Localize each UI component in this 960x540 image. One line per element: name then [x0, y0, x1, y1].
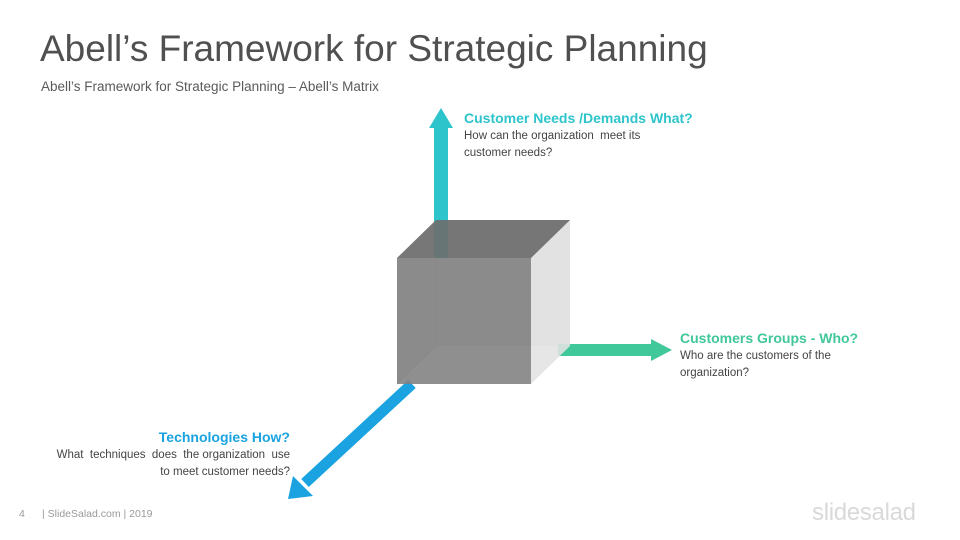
groups-axis-line-2: organization? — [680, 367, 750, 379]
needs-axis-arrowhead — [429, 108, 453, 128]
groups-axis-line-1: Who are the customers of the — [680, 350, 831, 362]
cube-inner-edge-diagonal — [396, 345, 437, 385]
tech-axis-line-2: to meet customer needs? — [160, 466, 290, 478]
cube-top-face — [397, 220, 570, 258]
groups-axis-title: Customers Groups - Who? — [680, 330, 859, 346]
tech-axis-description: What techniques does the organization us… — [20, 447, 290, 481]
groups-axis-shaft — [558, 344, 653, 356]
tech-axis-shaft — [301, 379, 416, 488]
needs-axis-description: How can the organization meet its custom… — [464, 128, 704, 162]
slide-title: Abell’s Framework for Strategic Planning — [40, 28, 708, 69]
page-number: 4 — [19, 508, 25, 520]
slide-subtitle: Abell’s Framework for Strategic Planning… — [41, 79, 379, 94]
needs-axis-line-2: customer needs? — [464, 147, 553, 159]
cube-right-face — [531, 220, 570, 384]
needs-axis-line-1: How can the organization meet its — [464, 130, 641, 142]
groups-axis-arrowhead — [651, 339, 672, 361]
cube-front-face — [397, 258, 531, 384]
needs-axis-title: Customer Needs /Demands What? — [464, 110, 693, 126]
groups-axis-description: Who are the customers of the organizatio… — [680, 348, 920, 382]
tech-axis-line-1: What techniques does the organization us… — [56, 449, 290, 461]
tech-axis-arrowhead — [288, 476, 313, 499]
footer-text: | SlideSalad.com | 2019 — [42, 508, 153, 520]
brand-logo: slidesalad — [812, 499, 916, 526]
tech-axis-title: Technologies How? — [158, 429, 290, 445]
